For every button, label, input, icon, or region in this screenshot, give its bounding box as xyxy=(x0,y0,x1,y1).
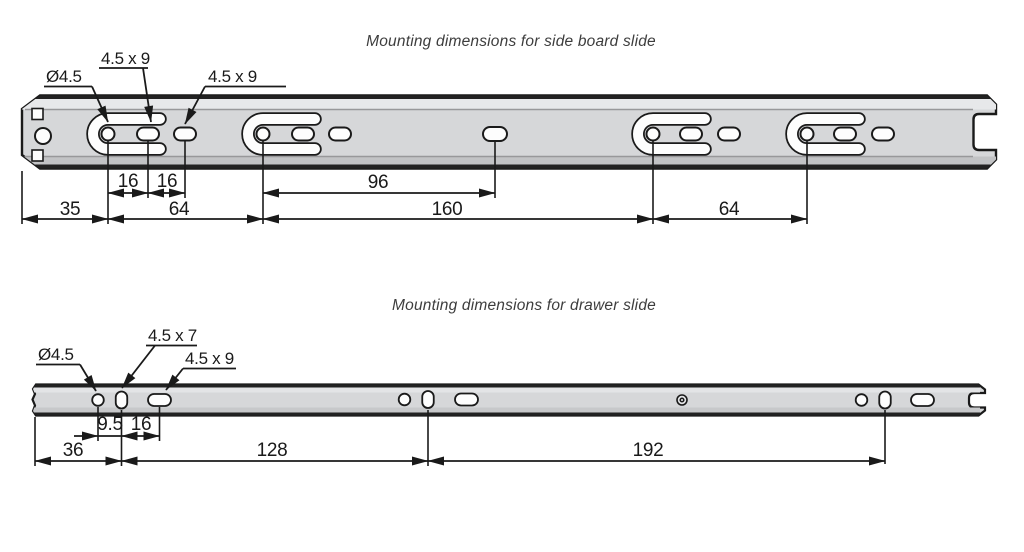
slot-hole xyxy=(147,393,172,407)
rail-top-strip xyxy=(22,99,996,110)
round-hole xyxy=(799,126,815,142)
side-board-left-end-details xyxy=(31,107,52,162)
dim-9-5: 9.5 xyxy=(97,414,123,435)
dim-16-a: 16 xyxy=(118,171,139,192)
vertical-slot-hole xyxy=(878,390,892,410)
rail-surface-shading xyxy=(22,95,996,169)
end-square-notch xyxy=(31,149,44,162)
leader-line xyxy=(165,367,184,391)
round-hole xyxy=(100,126,116,142)
slot-hole xyxy=(871,126,895,142)
c-slot xyxy=(787,114,864,154)
vertical-slot-hole xyxy=(421,390,435,409)
dim-64-b: 64 xyxy=(719,199,740,220)
round-hole xyxy=(854,393,869,407)
rail-top-edge xyxy=(32,384,980,388)
end-round-hole xyxy=(34,127,52,145)
diameter-label: Ø4.5 xyxy=(46,67,82,86)
rivet-outer xyxy=(676,394,688,406)
round-hole xyxy=(645,126,661,142)
dim-36: 36 xyxy=(63,440,84,461)
slot-label: 4.5 x 9 xyxy=(208,67,257,86)
side-board-rail-profile xyxy=(20,94,998,170)
drawer-holes xyxy=(91,390,935,410)
rail-surface-shading xyxy=(32,384,980,416)
rail-bottom-edge xyxy=(22,164,996,169)
rail-top-edge xyxy=(22,95,996,99)
side-board-callouts: Ø4.5 4.5 x 9 4.5 x 9 xyxy=(44,49,286,125)
drawer-rail-profile xyxy=(31,383,987,417)
c-slot xyxy=(243,114,320,154)
c-slot xyxy=(633,114,710,154)
rail-bottom-strip xyxy=(22,156,996,165)
slot-hole xyxy=(291,126,315,142)
end-square-notch xyxy=(31,107,44,121)
dim-16-b: 16 xyxy=(157,171,178,192)
slot-hole xyxy=(454,392,479,407)
round-hole xyxy=(91,393,105,407)
slot-hole xyxy=(173,126,197,142)
side-board-dimensions-row-lower: 35 64 160 64 xyxy=(21,199,808,224)
rivet-inner xyxy=(679,397,685,403)
slot-label: 4.5 x 7 xyxy=(148,326,197,345)
dim-128: 128 xyxy=(257,440,288,461)
slot-hole xyxy=(136,126,160,142)
slot-hole xyxy=(833,126,857,142)
leader-line xyxy=(121,344,156,389)
round-hole xyxy=(255,126,271,142)
round-hole xyxy=(397,392,412,407)
slot-hole xyxy=(328,126,352,142)
drawer-dimensions-row-lower: 36 128 192 xyxy=(34,440,886,466)
rail-bottom-strip xyxy=(32,407,980,413)
diameter-label: Ø4.5 xyxy=(38,345,74,364)
slot-hole xyxy=(910,393,935,407)
leader-line xyxy=(142,67,154,123)
drawer-dimensions-row-upper: 9.5 16 xyxy=(74,414,160,441)
dim-192: 192 xyxy=(633,440,664,461)
slot-hole xyxy=(679,126,703,142)
slot-hole xyxy=(482,126,508,142)
dim-35: 35 xyxy=(60,199,81,220)
leader-line xyxy=(184,86,206,125)
dim-96: 96 xyxy=(368,172,389,193)
side-board-dimensions-row-upper: 16 16 96 xyxy=(107,171,496,198)
drawer-callouts: Ø4.5 4.5 x 7 4.5 x 9 xyxy=(36,326,236,392)
slot-label: 4.5 x 9 xyxy=(185,349,234,368)
rail-top-strip xyxy=(32,387,980,393)
side-board-slide-diagram: Mounting dimensions for side board slide xyxy=(20,33,998,224)
drawer-slide-diagram: Mounting dimensions for drawer slide xyxy=(31,297,987,466)
leader-line xyxy=(91,86,109,123)
side-board-diagram-title: Mounting dimensions for side board slide xyxy=(366,33,656,50)
dim-64-a: 64 xyxy=(169,199,190,220)
vertical-slot-hole xyxy=(114,390,129,410)
rail-bottom-edge xyxy=(32,412,980,416)
side-board-holes xyxy=(100,126,895,142)
leader-line xyxy=(79,364,97,392)
slot-label: 4.5 x 9 xyxy=(101,49,150,68)
slot-hole xyxy=(717,126,741,142)
dim-16: 16 xyxy=(131,414,152,435)
dim-160: 160 xyxy=(432,199,463,220)
drawer-diagram-title: Mounting dimensions for drawer slide xyxy=(392,297,656,314)
